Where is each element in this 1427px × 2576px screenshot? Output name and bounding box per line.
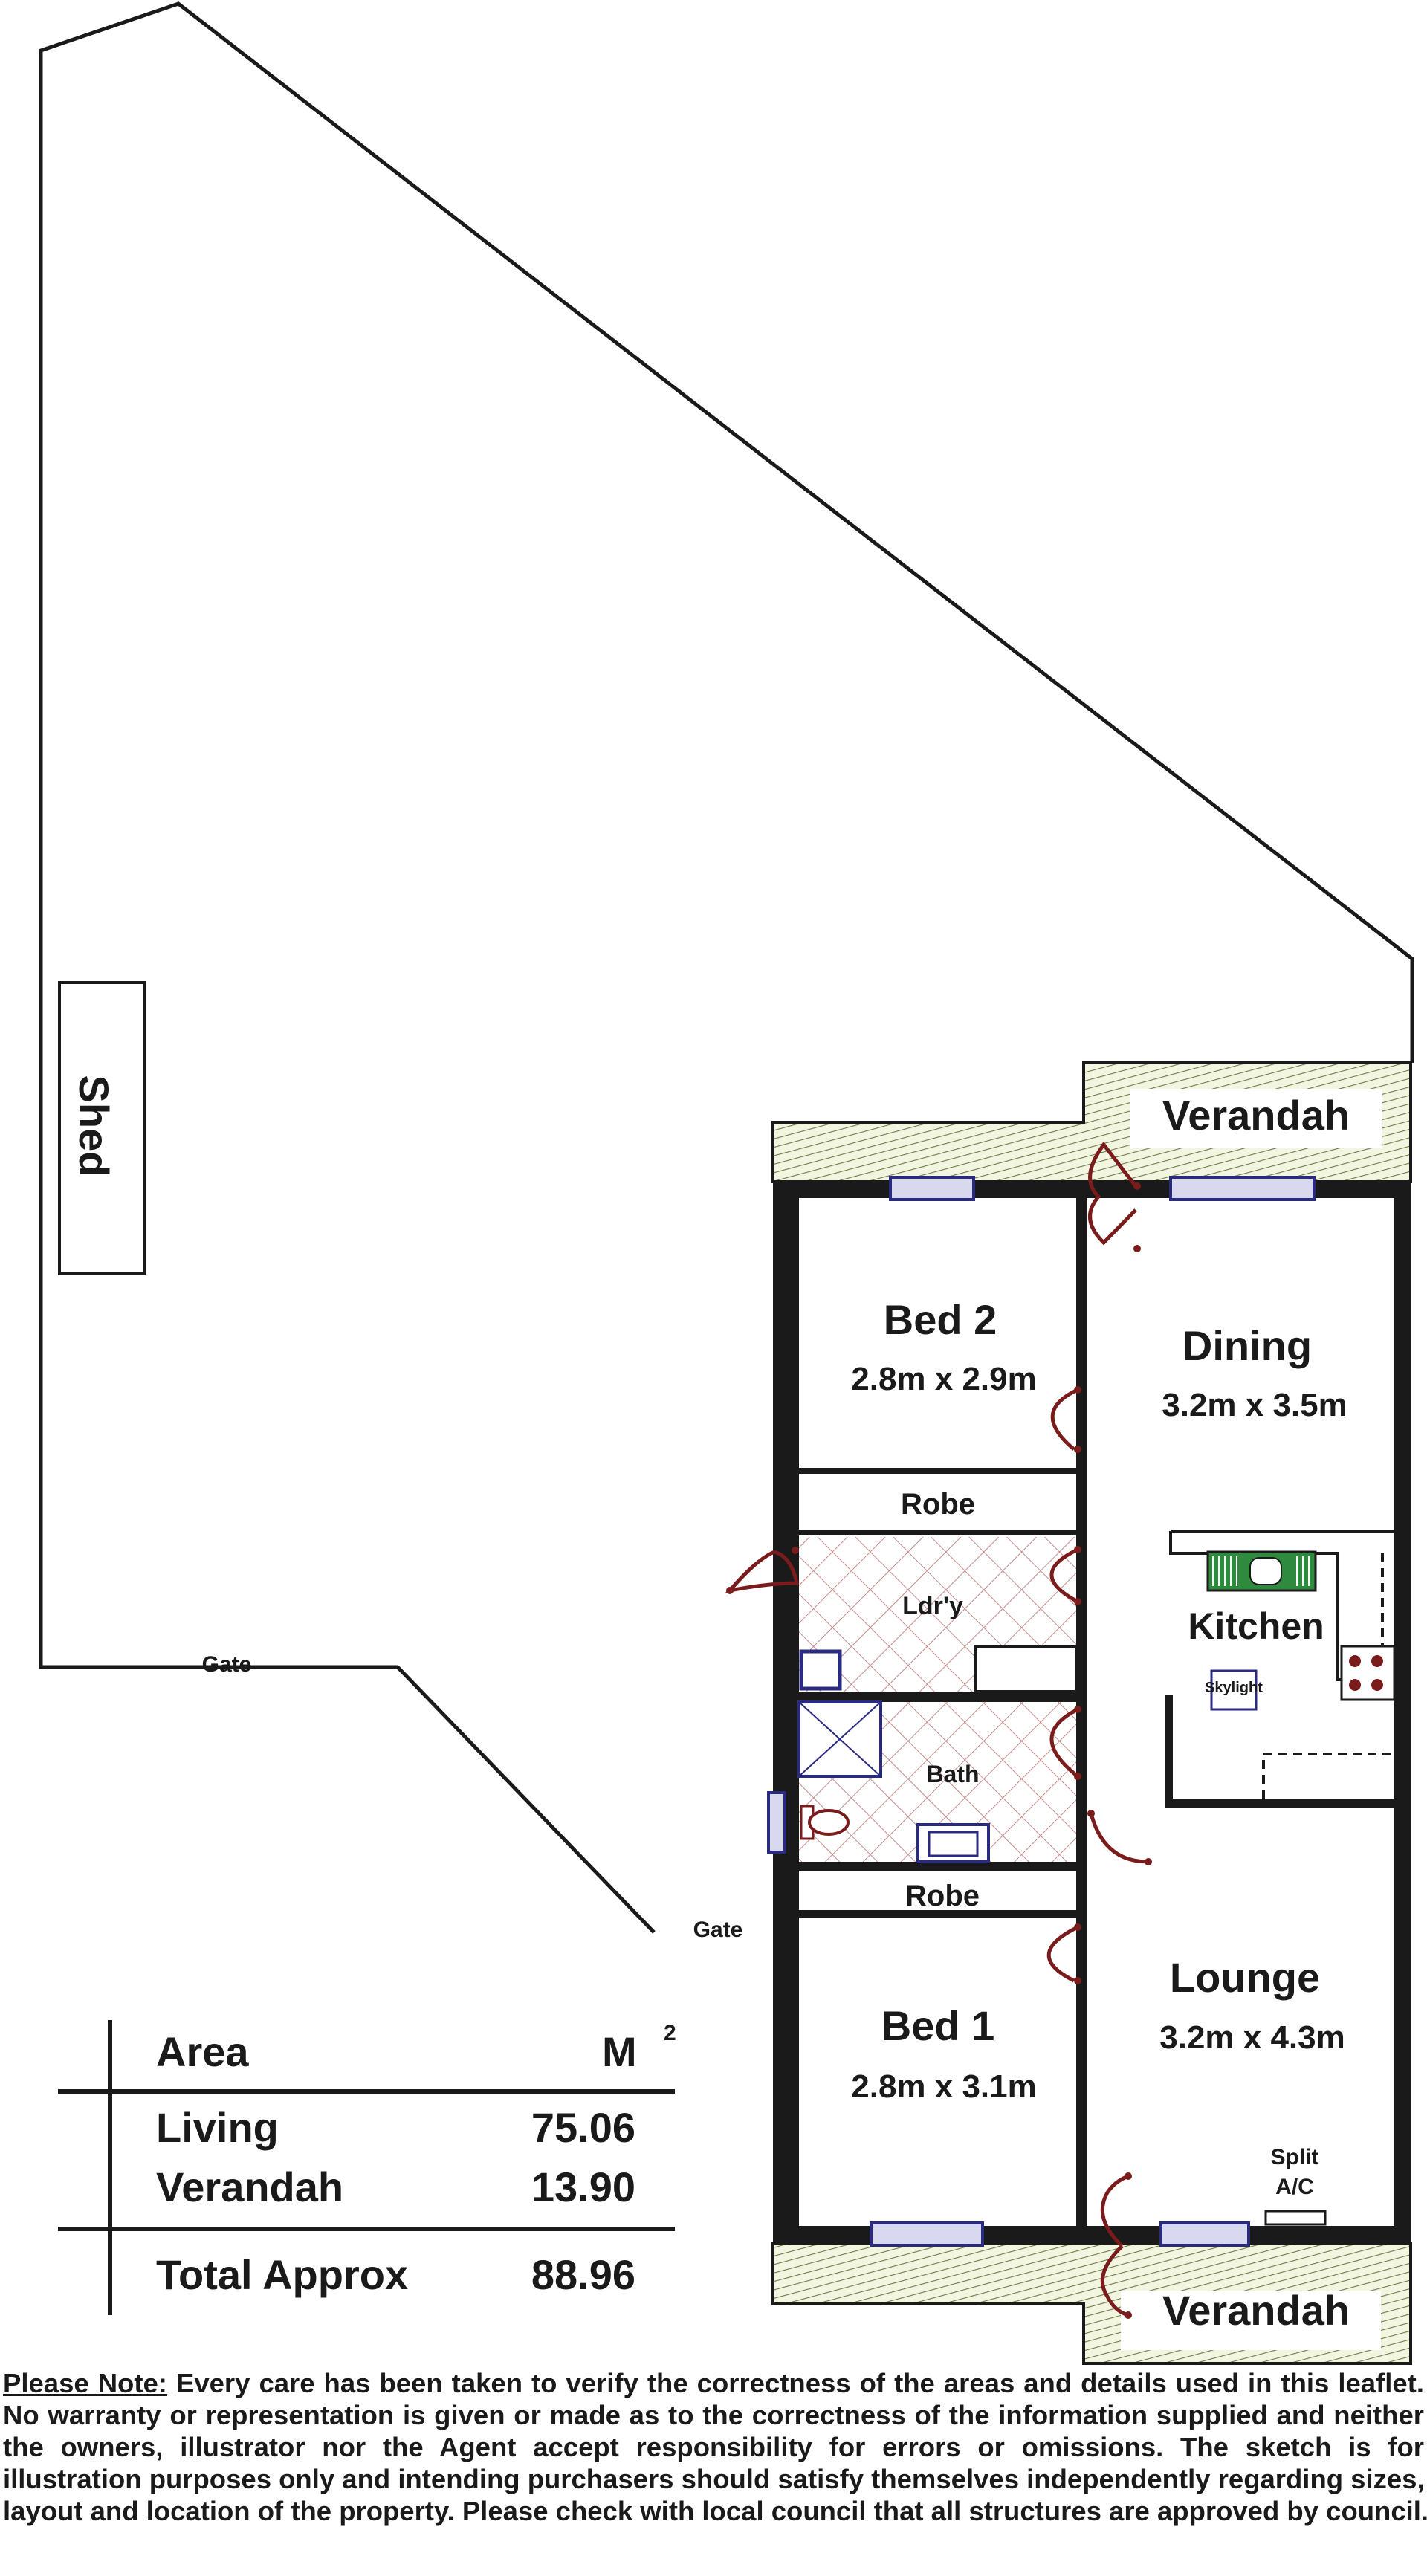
disclaimer-line: Please Note: Every care has been taken t… [3,2367,1424,2399]
area-total-label: Total Approx [156,2251,408,2298]
verandah-top [771,1061,1412,1183]
split-ac-label: Split [1271,2145,1319,2169]
bath-label: Bath [926,1761,979,1787]
disclaimer-line: illustration purposes only and intending… [3,2464,1425,2494]
area-row-value: 13.90 [531,2164,635,2210]
laundry-tub [799,1649,842,1691]
bed2-label: Bed 2 [884,1296,997,1343]
area-header-unit-sup: 2 [664,2021,676,2045]
split-ac-unit [1264,2210,1327,2226]
kitchen-cupboard-dashed [1262,1553,1394,1799]
shower [797,1700,882,1778]
robe-bottom-label: Robe [905,1880,980,1912]
vanity [916,1823,990,1863]
laundry-label: Ldr'y [902,1592,963,1620]
area-total-value: 88.96 [531,2251,635,2298]
bed1-size: 2.8m x 3.1m [851,2068,1037,2105]
laundry-bench [974,1645,1078,1693]
verandah-top-label: Verandah [1162,1092,1350,1139]
gate-label: Gate [202,1652,252,1677]
cooktop [1340,1645,1396,1701]
door-hinges [726,1182,1152,2319]
shed-label: Shed [71,1075,117,1177]
disclaimer-note: Please Note: Every care has been taken t… [3,2367,1427,2527]
disclaimer-line: No warranty or representation is given o… [3,2400,1424,2430]
interior-walls [799,1198,1394,2226]
disclaimer-text: Every care has been taken to verify the … [175,2368,1424,2398]
dining-size: 3.2m x 3.5m [1162,1387,1347,1423]
bed2-size: 2.8m x 2.9m [851,1361,1037,1397]
robe-top-label: Robe [901,1488,975,1521]
dining-label: Dining [1182,1322,1312,1369]
disclaimer-line: the owners, illustrator nor the Agent ac… [3,2432,1424,2462]
area-row-label: Living [156,2104,279,2151]
area-table: Area M 2 Living 75.06 Verandah 13.90 Tot… [58,2020,676,2315]
lounge-size: 3.2m x 4.3m [1159,2019,1345,2056]
shed: Shed [58,981,146,1275]
toilet [800,1805,850,1840]
skylight [1210,1669,1258,1711]
disclaimer-line: layout and location of the property. Ple… [3,2496,1427,2526]
area-row-value: 75.06 [531,2104,635,2151]
kitchen-label: Kitchen [1188,1605,1324,1647]
skylight-label: Skylight [1205,1680,1263,1696]
verandah-bottom-label: Verandah [1162,2287,1350,2334]
area-header-label: Area [156,2028,249,2075]
bed1-label: Bed 1 [881,2002,995,2049]
gate-label: Gate [693,1918,743,1942]
area-header-unit: M [602,2028,637,2075]
windows [767,1176,1316,2247]
doors [725,1141,1149,2317]
disclaimer-heading: Please Note: [3,2368,167,2398]
lounge-label: Lounge [1170,1954,1320,2001]
split-ac-label: A/C [1275,2175,1314,2199]
sink [1206,1550,1317,1592]
site-boundary [39,1,1414,1934]
area-row-label: Verandah [156,2164,343,2210]
